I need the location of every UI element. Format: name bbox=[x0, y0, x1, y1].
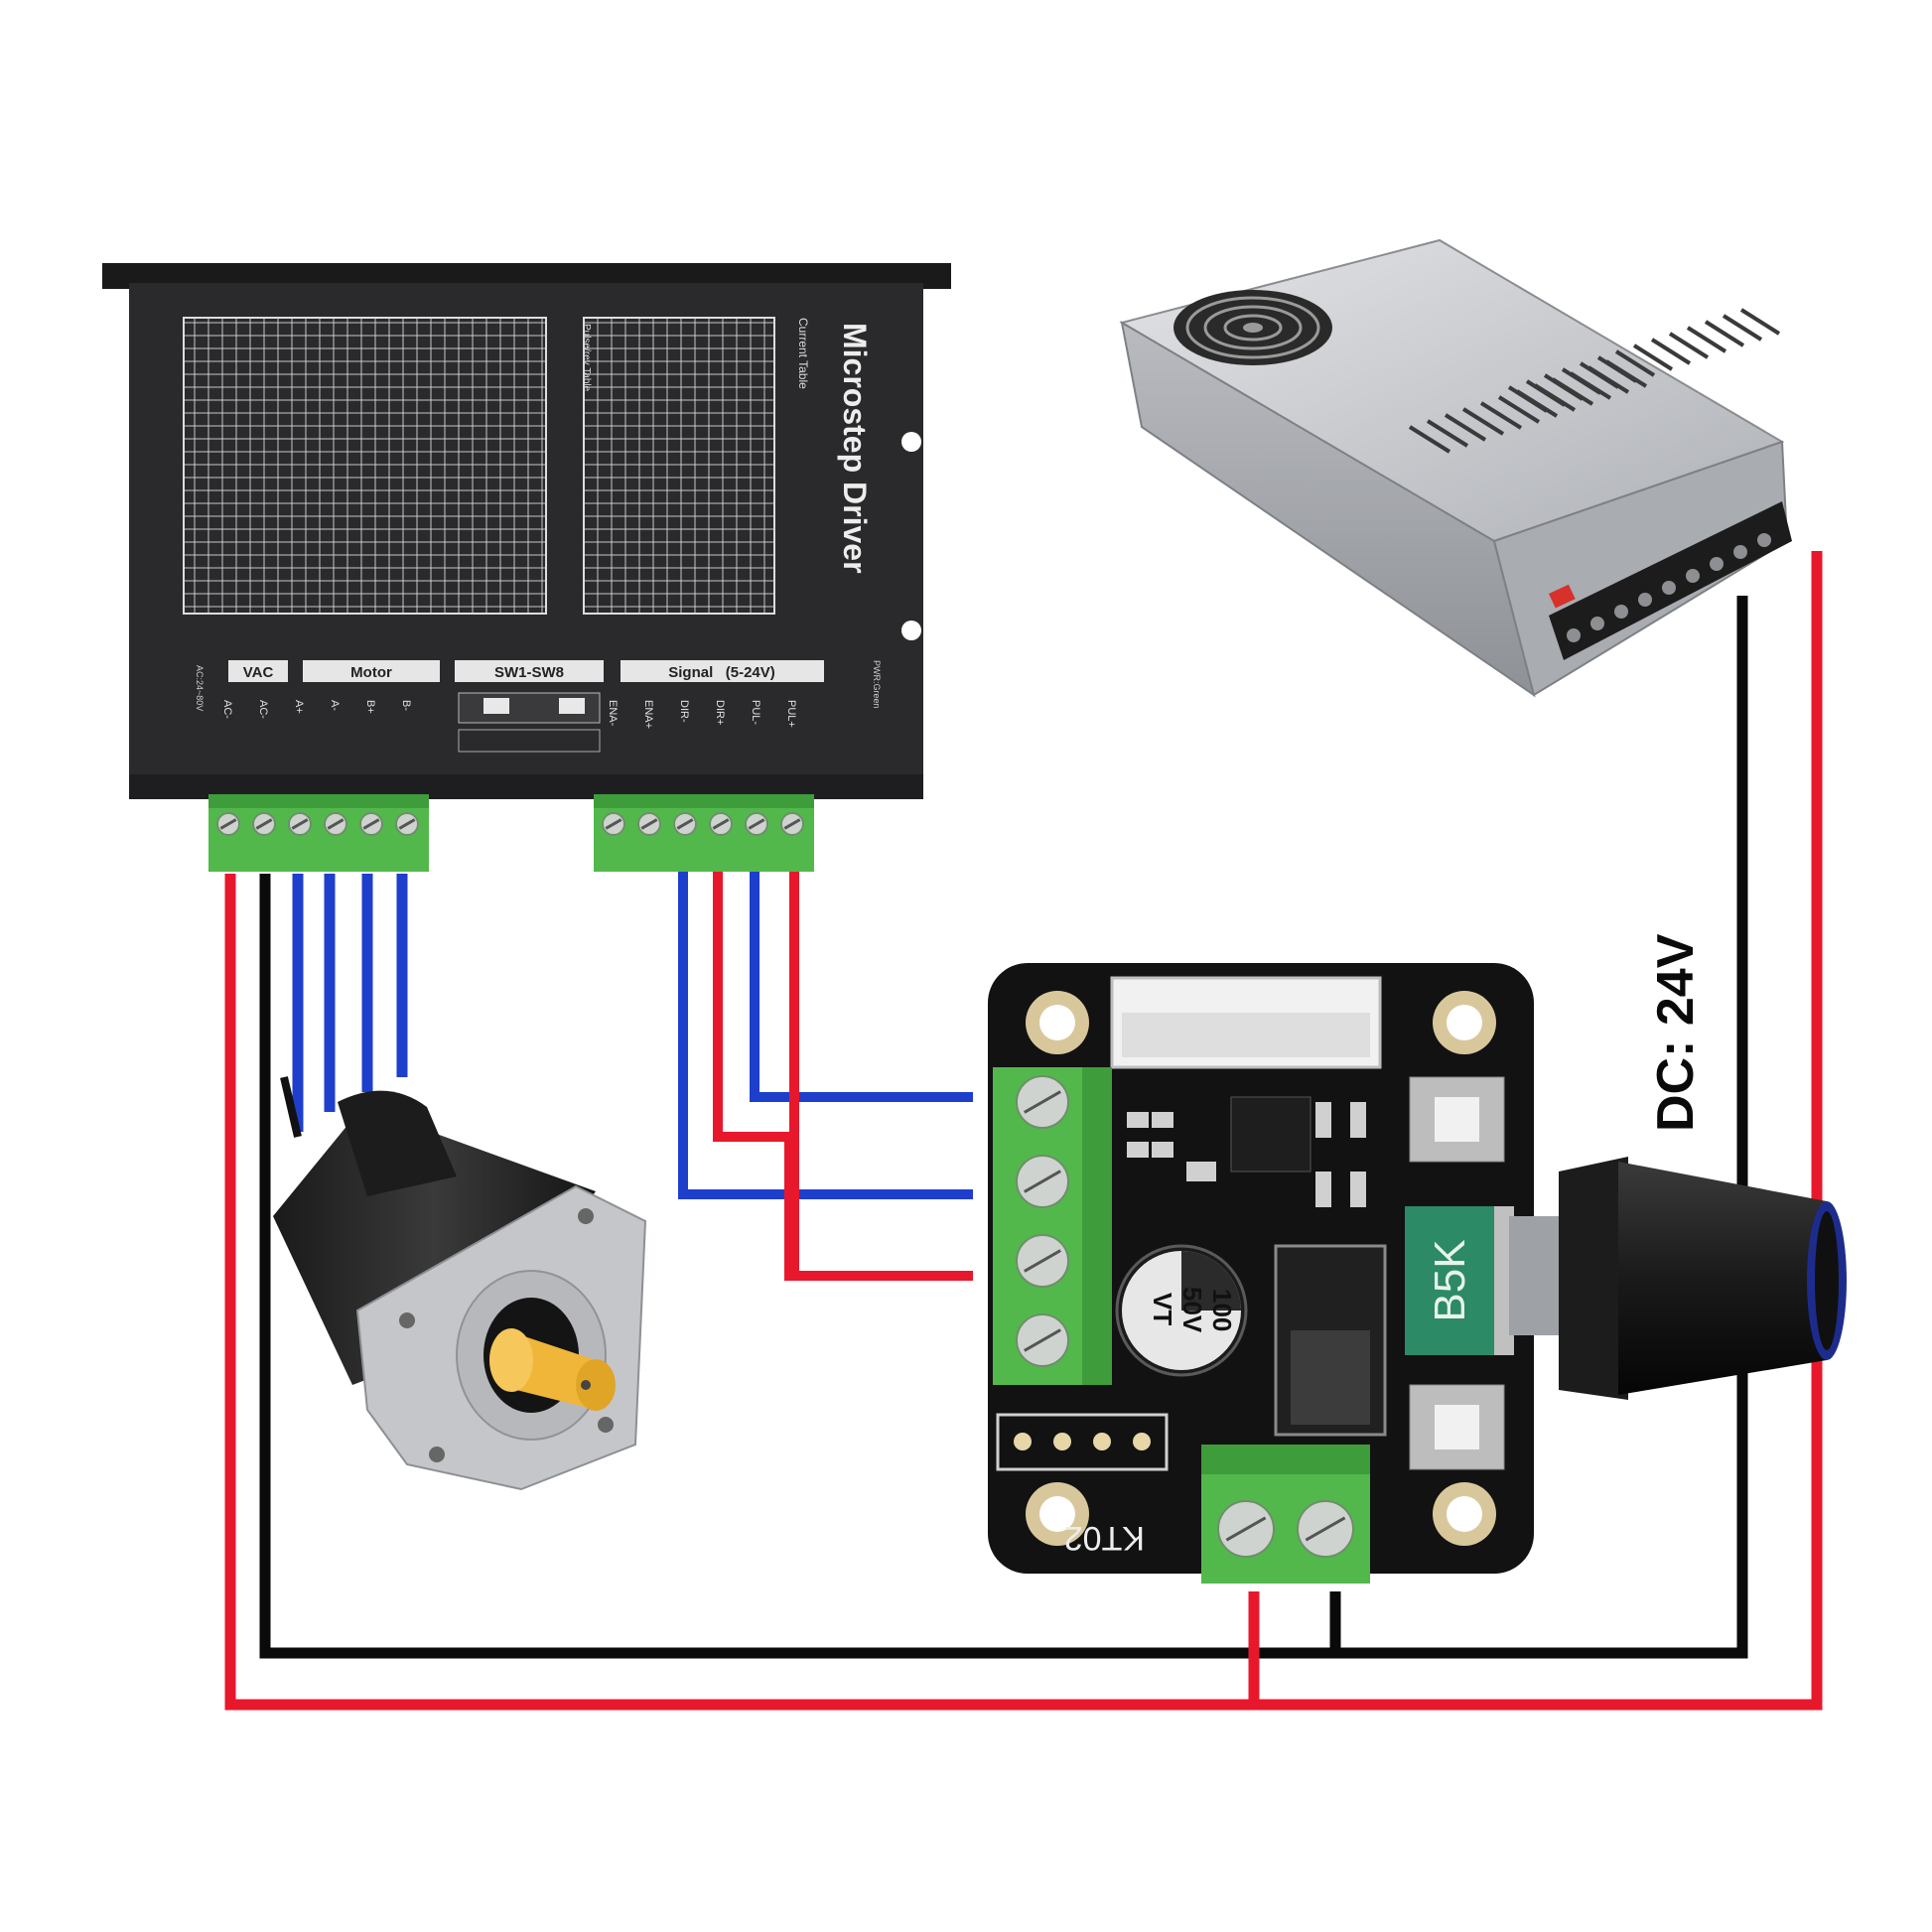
driver-pin-label: A- bbox=[329, 700, 341, 711]
group-label-motor: Motor bbox=[350, 664, 392, 681]
power-supply bbox=[1119, 238, 1792, 698]
side-button-top[interactable] bbox=[1409, 1076, 1505, 1163]
terminal-screw bbox=[602, 812, 625, 836]
group-label-vac: VAC bbox=[243, 664, 274, 681]
psu-screw bbox=[1686, 569, 1700, 583]
wires bbox=[224, 551, 1823, 1711]
side-button-bottom[interactable] bbox=[1409, 1384, 1505, 1470]
driver-pin-labels-left: AC- AC- A+ A- B+ B- bbox=[221, 700, 412, 719]
pwm-board: 100 50V VT B5K bbox=[988, 963, 1534, 1584]
pwm-power-terminal bbox=[1201, 1445, 1370, 1584]
microstep-driver: Current Table Pulse/rev Table Microstep … bbox=[102, 263, 951, 872]
psu-screw bbox=[1567, 628, 1581, 642]
driver-pin-label: DIR- bbox=[678, 700, 690, 723]
psu-screw bbox=[1757, 533, 1771, 547]
driver-pin-label: ENA+ bbox=[642, 700, 654, 729]
terminal-screw bbox=[637, 812, 661, 836]
wire-red-bus bbox=[224, 551, 1823, 1711]
terminal-screw bbox=[745, 812, 768, 836]
driver-pin-label: B+ bbox=[364, 700, 376, 714]
driver-pin-label: A+ bbox=[293, 700, 305, 714]
terminal-screw bbox=[324, 812, 347, 836]
terminal-screw bbox=[395, 812, 419, 836]
terminal-screw bbox=[1016, 1075, 1069, 1129]
psu-screw bbox=[1614, 605, 1628, 619]
driver-terminal-block-right bbox=[594, 794, 814, 872]
motor-shaft bbox=[489, 1328, 616, 1411]
terminal-screw bbox=[780, 812, 804, 836]
mosfet bbox=[1274, 1244, 1387, 1437]
capacitor-series: VT bbox=[1148, 1293, 1177, 1325]
terminal-screw bbox=[288, 812, 312, 836]
terminal-screw bbox=[1016, 1313, 1069, 1367]
psu-screw bbox=[1638, 593, 1652, 607]
power-voltage-label: DC: 24V bbox=[1647, 933, 1705, 1132]
dip-switch-bank[interactable] bbox=[458, 692, 601, 753]
terminal-screw bbox=[359, 812, 383, 836]
pot-value-label: B5K bbox=[1426, 1239, 1474, 1321]
driver-title: Microstep Driver bbox=[837, 323, 873, 574]
wire-signal-1 bbox=[678, 864, 973, 1199]
driver-pin-label: AC- bbox=[257, 700, 269, 719]
driver-pin-label: B- bbox=[400, 700, 412, 711]
pin-header bbox=[996, 1413, 1169, 1471]
terminal-screw bbox=[1016, 1234, 1069, 1288]
group-label-signal: Signal (5-24V) bbox=[668, 664, 775, 681]
driver-terminal-block-left bbox=[208, 794, 429, 872]
electrolytic-capacitor: 100 50V VT bbox=[1115, 1244, 1248, 1377]
potentiometer-body: B5K bbox=[1405, 1206, 1514, 1355]
wire-signal-3 bbox=[750, 864, 973, 1102]
psu-screw bbox=[1733, 545, 1747, 559]
header-connector bbox=[1110, 976, 1382, 1069]
driver-pin-label: DIR+ bbox=[714, 700, 726, 725]
terminal-screw bbox=[709, 812, 733, 836]
svg-text:AC:24~80V: AC:24~80V bbox=[195, 665, 205, 711]
potentiometer-knob[interactable] bbox=[1509, 1157, 1847, 1400]
group-label-switches: SW1-SW8 bbox=[494, 664, 564, 681]
terminal-screw bbox=[1217, 1500, 1275, 1558]
driver-pin-label: AC- bbox=[221, 700, 233, 719]
terminal-screw bbox=[252, 812, 276, 836]
svg-text:Pulse/rev Table: Pulse/rev Table bbox=[581, 324, 592, 392]
capacitor-value: 100 bbox=[1207, 1289, 1237, 1331]
driver-pin-label: PUL- bbox=[750, 700, 761, 725]
svg-text:PWR:Green: PWR:Green bbox=[872, 660, 882, 709]
psu-screw bbox=[1662, 581, 1676, 595]
psu-screw bbox=[1710, 557, 1724, 571]
wire-black-bus bbox=[259, 596, 1748, 1659]
stepper-motor bbox=[273, 1076, 647, 1491]
capacitor-voltage: 50V bbox=[1177, 1287, 1207, 1333]
terminal-screw bbox=[216, 812, 240, 836]
terminal-screw bbox=[673, 812, 697, 836]
terminal-screw bbox=[1297, 1500, 1354, 1558]
driver-pin-label: ENA- bbox=[607, 700, 619, 727]
board-model-label: KT02 bbox=[1064, 1519, 1145, 1557]
fan-icon bbox=[1173, 290, 1332, 365]
terminal-screw bbox=[1016, 1155, 1069, 1208]
psu-terminal-strip bbox=[1549, 501, 1792, 660]
driver-pin-labels-right: ENA- ENA+ DIR- DIR+ PUL- PUL+ bbox=[607, 700, 797, 729]
psu-screw bbox=[1590, 617, 1604, 630]
svg-text:Current Table: Current Table bbox=[796, 318, 810, 389]
driver-pin-label: PUL+ bbox=[785, 700, 797, 728]
pwm-input-terminal-block bbox=[993, 1067, 1112, 1385]
